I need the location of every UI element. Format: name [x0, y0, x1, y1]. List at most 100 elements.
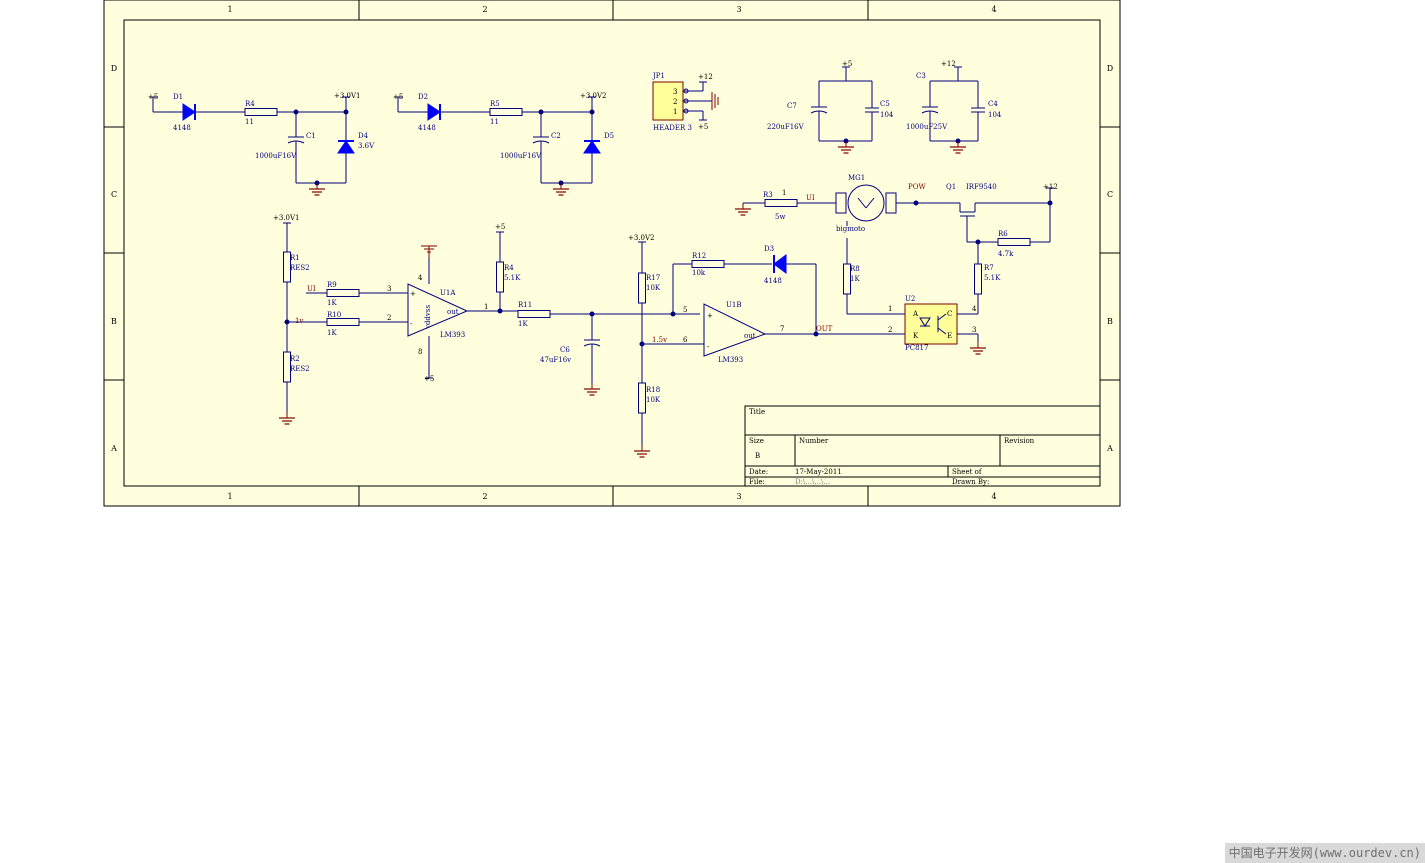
u1b-pin-plus: 5: [683, 306, 687, 314]
d2-value: 4148: [418, 124, 436, 132]
decoupling-5v: [810, 66, 879, 154]
jp1-pin-3: 3: [673, 88, 677, 96]
r12-ref: R12: [692, 252, 706, 260]
u2-anode: A: [912, 310, 919, 318]
net-1-5v: 1.5v: [652, 336, 667, 344]
u2-collector: C: [947, 310, 952, 318]
c7-ref: C7: [787, 102, 797, 110]
row-left-b: B: [111, 317, 117, 326]
net-ui-motor: UI: [806, 194, 815, 202]
u1a-out: out: [447, 308, 459, 316]
jp1-header: [652, 81, 719, 121]
u1b-pin-out: 7: [780, 325, 784, 333]
net-ui-input: UI: [307, 285, 316, 293]
optocoupler-u2: [904, 303, 987, 355]
comparator-b: [517, 238, 905, 458]
r18-ref: R18: [646, 386, 660, 394]
row-right-b: B: [1107, 317, 1113, 326]
zone-dividers: [104, 0, 1120, 506]
u1a-pin-minus: 2: [387, 314, 391, 322]
net-out: OUT: [816, 325, 833, 333]
v2-top-label: +3.0V2: [580, 92, 607, 100]
row-left-a: A: [110, 444, 117, 453]
u1a-supply-bot: +5: [424, 375, 434, 383]
regulator-1: [148, 96, 355, 196]
u2-pin-3: 3: [972, 326, 976, 334]
optocoupler-u2-labels: U2 PC817 A K C E 1 2 3 4: [888, 295, 977, 352]
u1a-pin-vss: 8: [418, 348, 422, 356]
u1b-ref: U1B: [726, 301, 742, 309]
d1-ref: D1: [173, 93, 183, 101]
u1a-ref: U1A: [440, 289, 456, 297]
decoupling-5v-labels: +5 C7 220uF16V C5 104: [767, 60, 894, 131]
u2-pin-2: 2: [888, 326, 892, 334]
c7-value: 220uF16V: [767, 123, 805, 131]
r8-ref: R8: [850, 265, 860, 273]
c4-value: 104: [988, 111, 1002, 119]
regulator-1-labels: +5 D1 4148 R4 11 +3.0V1 C1 1000uF16V D4 …: [148, 92, 375, 160]
u1b-out: out: [744, 332, 756, 340]
c7-supply-label: +5: [842, 60, 852, 68]
r17-value: 10K: [646, 284, 661, 292]
u1a-body: vddvss: [424, 305, 432, 330]
net-pow: POW: [908, 183, 926, 191]
jp1-pin-1: 1: [673, 108, 677, 116]
motor-driver-labels: R3 1 5w UI MG1 bigmoto POW Q1 IRF9540 +1…: [763, 174, 1058, 282]
u1a-value: LM393: [440, 331, 465, 339]
v1-top-label: +3.0V1: [334, 92, 361, 100]
decoupling-12v-labels: +12 C3 1000uF25V C4 104: [906, 60, 1002, 131]
r3-ref: R3: [763, 191, 773, 199]
r12-value: 10k: [692, 269, 706, 277]
drawn-by-label: Drawn By:: [952, 478, 989, 486]
r6-ref: R6: [998, 230, 1008, 238]
r3-value: 5w: [775, 213, 785, 221]
d1-value: 4148: [173, 124, 191, 132]
sheet-label: Sheet of: [952, 468, 983, 476]
jp1-pin-2: 2: [673, 98, 677, 106]
revision-label: Revision: [1004, 437, 1035, 445]
r2-value: RES2: [290, 365, 310, 373]
date-label: Date:: [749, 468, 768, 476]
u1a-pin-plus: 3: [387, 285, 391, 293]
u2-cathode: K: [913, 332, 919, 340]
r4b-ref: R4: [504, 264, 514, 272]
motor-driver: [734, 184, 1055, 310]
u2-ref: U2: [905, 295, 915, 303]
u1b-value: LM393: [718, 356, 743, 364]
c2-ref: C2: [551, 132, 561, 140]
d5-ref: D5: [604, 132, 614, 140]
r11-ref: R11: [518, 301, 532, 309]
col-top-4: 4: [991, 5, 996, 14]
r10-ref: R10: [327, 311, 341, 319]
col-bot-3: 3: [736, 492, 741, 501]
c6-ref: C6: [560, 346, 570, 354]
jp1-ref: JP1: [652, 72, 665, 80]
u1a-minus-sign: -: [410, 320, 413, 328]
r17-supply-label: +3.0V2: [628, 234, 655, 242]
mg1-ref: MG1: [848, 174, 865, 182]
r4b-value: 5.1K: [504, 274, 521, 282]
c6-value: 47uF16v: [540, 356, 571, 364]
c3-value: 1000uF25V: [906, 123, 948, 131]
size-label: Size: [749, 437, 764, 445]
d2-ref: D2: [418, 93, 428, 101]
r7-value: 5.1K: [984, 274, 1001, 282]
c1-ref: C1: [306, 132, 316, 140]
r17-ref: R17: [646, 274, 660, 282]
d3-ref: D3: [764, 245, 774, 253]
col-bot-4: 4: [991, 492, 996, 501]
c1-value: 1000uF16V: [255, 152, 297, 160]
r4a-ref: R4: [245, 100, 255, 108]
drawing-area: [123, 19, 1101, 487]
row-left-c: C: [111, 190, 117, 199]
r11-value: 1K: [518, 320, 528, 328]
comparator-a-labels: +3.0V1 R1 RES2 R2 RES2 UI 1v R9 1K R10 1…: [273, 214, 521, 383]
regulator-2: [393, 96, 601, 196]
u1b-minus-sign: -: [707, 343, 710, 351]
u1a-pin-vdd: 4: [418, 274, 423, 282]
jp1-value: HEADER 3: [653, 124, 692, 132]
u1a-plus-sign: +: [410, 290, 416, 298]
regulator-2-labels: +5 D2 4148 R5 11 +3.0V2 C2 1000uF16V D5: [393, 92, 614, 160]
c3-ref: C3: [916, 72, 926, 80]
c2-value: 1000uF16V: [500, 152, 542, 160]
